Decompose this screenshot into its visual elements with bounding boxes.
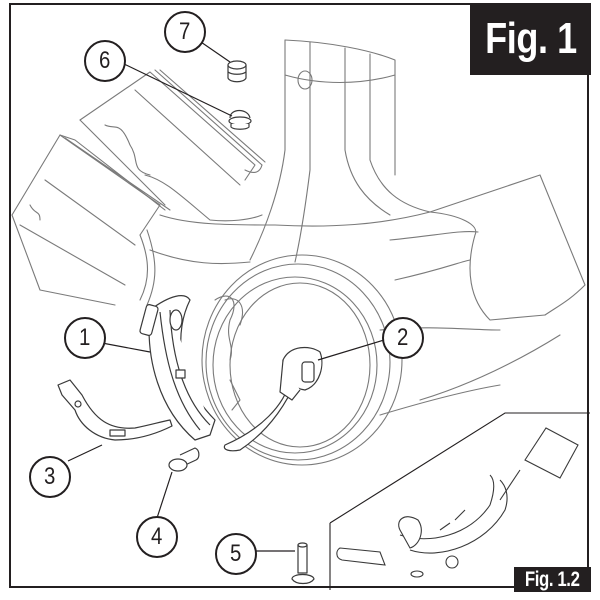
figure-label-main: Fig. 1 (470, 3, 591, 75)
bottom-bracket-shell (149, 174, 586, 466)
down-tube (11, 134, 171, 306)
callout-3: 3 (29, 456, 71, 498)
callout-7: 7 (164, 11, 206, 53)
callout-7-number: 7 (179, 18, 191, 45)
callout-2-number: 2 (397, 324, 409, 351)
leader-4 (156, 471, 173, 519)
figure-label-inset-text: Fig. 1.2 (525, 567, 580, 591)
part-7-plug-cap (227, 60, 247, 83)
diagram-frame (9, 3, 589, 588)
figure-label-main-text: Fig. 1 (484, 14, 577, 63)
part-5-bolt (291, 542, 315, 585)
callout-3-number: 3 (44, 463, 56, 490)
leader-6 (119, 61, 233, 117)
callout-4: 4 (136, 516, 178, 558)
callout-4-number: 4 (151, 523, 163, 550)
callout-1-number: 1 (79, 324, 91, 351)
leader-3 (67, 444, 103, 462)
part-6-grommet (228, 109, 252, 130)
callout-1: 1 (64, 317, 106, 359)
part-3-clip (57, 379, 173, 441)
seat-tube (249, 39, 431, 263)
leader-lines (67, 39, 385, 552)
part-1-left-housing (139, 295, 216, 441)
inset-fig-1-2 (329, 412, 590, 590)
callout-6-number: 6 (99, 47, 111, 74)
figure-label-inset: Fig. 1.2 (514, 567, 591, 592)
leader-7 (197, 39, 231, 63)
top-tube (79, 69, 266, 222)
part-2-right-housing (223, 346, 323, 452)
callout-5: 5 (215, 533, 257, 575)
callout-6: 6 (84, 40, 126, 82)
callout-5-number: 5 (230, 540, 242, 567)
leader-2 (317, 339, 385, 361)
leader-1 (101, 342, 151, 353)
callout-2: 2 (382, 317, 424, 359)
part-4-pin (168, 447, 200, 472)
